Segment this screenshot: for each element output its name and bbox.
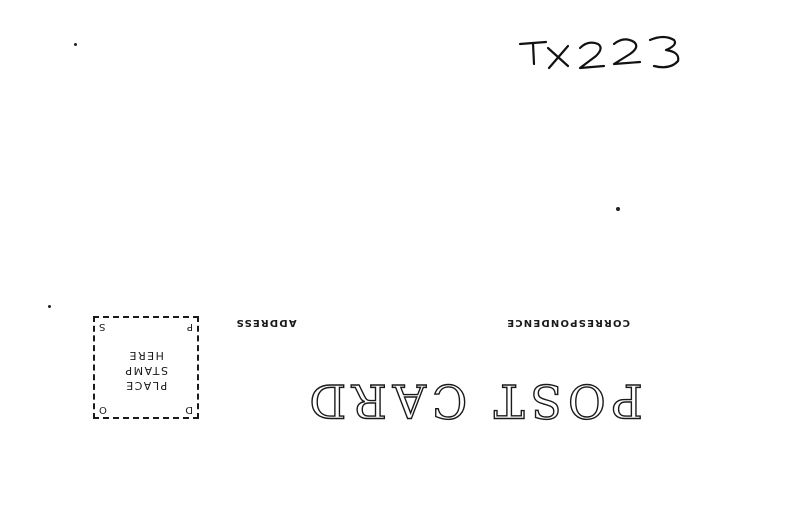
stamp-line-place: PLACE	[124, 379, 168, 392]
stamp-instruction: PLACE STAMP HERE	[95, 348, 197, 393]
ink-speck	[48, 305, 51, 308]
address-label: ADDRESS	[235, 317, 297, 328]
stamp-line-stamp: STAMP	[124, 364, 168, 377]
ink-speck	[74, 43, 77, 46]
stamp-line-here: HERE	[128, 349, 164, 362]
stamp-corner-top-right: O	[99, 404, 107, 415]
stamp-corner-top-left: D	[185, 404, 193, 415]
stamp-corner-bottom-right: S	[99, 321, 106, 332]
ink-speck	[616, 207, 620, 211]
postcard-title: POST CARD	[303, 373, 644, 428]
stamp-box: D O PLACE STAMP HERE P S	[93, 316, 199, 419]
correspondence-label: CORRESPONDENCE	[506, 317, 630, 328]
handwritten-note	[518, 35, 680, 70]
stamp-corner-bottom-left: P	[186, 321, 193, 332]
